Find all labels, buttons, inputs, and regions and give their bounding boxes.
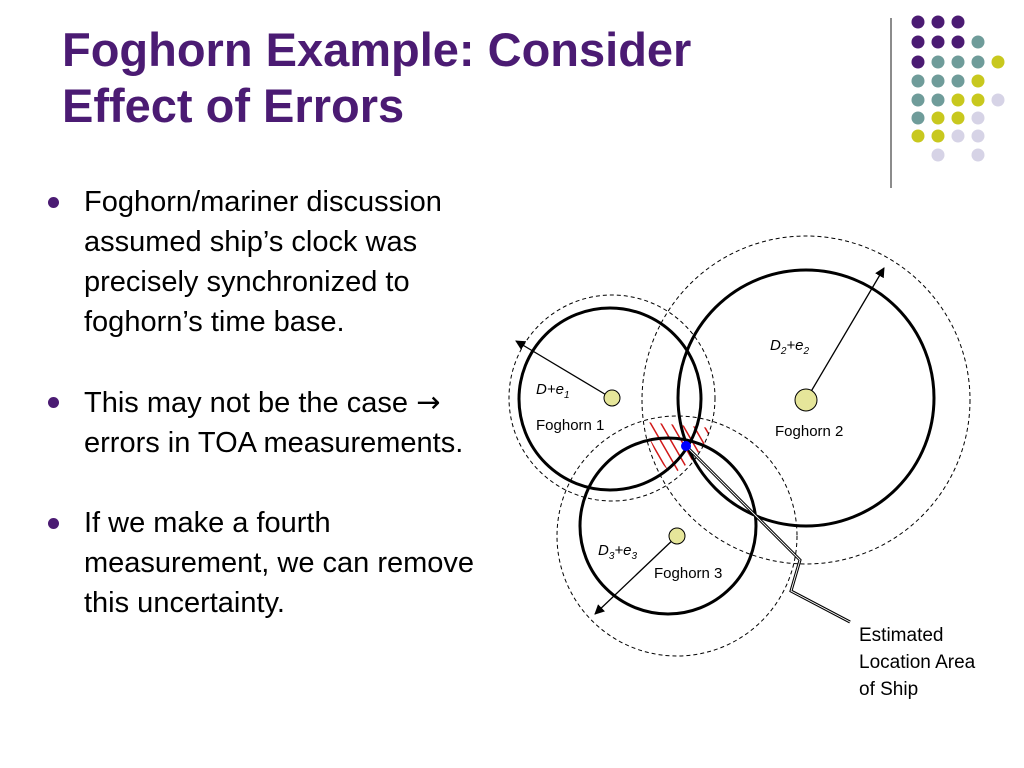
bullet-marker-icon [48, 518, 59, 529]
bullet-item-2: This may not be the case → errors in TOA… [40, 382, 480, 463]
dot-row-2 [911, 35, 985, 49]
title-divider-line [890, 18, 892, 188]
foghorn-1-label: Foghorn 1 [536, 417, 604, 434]
radius-arrow-3 [594, 535, 678, 615]
estimate-label: Estimated Location Area of Ship [859, 625, 980, 700]
radius-label-3-base: D [598, 542, 609, 559]
foghorn-3-label: Foghorn 3 [654, 565, 722, 582]
radius-label-3: D3+e3 [598, 542, 638, 562]
radius-label-1-base: D+e [536, 381, 564, 398]
dot-row-8 [931, 148, 985, 162]
bullet-item-1: Foghorn/mariner discussion assumed ship’… [40, 182, 480, 342]
estimate-label-line-3: of Ship [859, 679, 918, 700]
bullet-text-3: If we make a fourth measurement, we can … [84, 507, 475, 619]
bullet-text-1: Foghorn/mariner discussion assumed ship’… [84, 186, 442, 338]
bullet-list: Foghorn/mariner discussion assumed ship’… [40, 182, 480, 623]
radius-label-3-mid: +e [614, 542, 631, 559]
range-circle-3 [578, 436, 758, 616]
radius-arrow-2 [805, 267, 885, 401]
foghorn-2-label: Foghorn 2 [775, 423, 843, 440]
estimated-area-clip [645, 422, 712, 475]
radius-label-2-mid: +e [786, 337, 803, 354]
dot-row-4 [911, 74, 985, 88]
foghorn-1-marker [603, 389, 621, 407]
radius-label-1: D+e1 [536, 381, 570, 401]
range-circle-2 [676, 268, 936, 528]
foghorn-2-marker [794, 388, 818, 412]
bullet-marker-icon [48, 397, 59, 408]
dot-row-7 [911, 129, 985, 143]
estimate-label-line-1: Estimated [859, 625, 943, 646]
radius-label-2-base: D [770, 337, 781, 354]
error-circle-2 [641, 235, 971, 565]
estimate-label-line-2: Location Area [859, 652, 976, 673]
range-circle-1 [517, 306, 703, 492]
radius-label-1-sub: 1 [564, 390, 570, 401]
radius-label-2-sub1: 2 [780, 346, 787, 357]
radius-label-3-sub1: 3 [609, 551, 615, 562]
title-line-1: Foghorn Example: Consider [62, 23, 692, 76]
estimated-location-area [645, 422, 712, 475]
foghorn-diagram: D+e1 Foghorn 1 D2+e2 Foghorn 2 D3+e3 Fog… [508, 235, 980, 700]
bullet-marker-icon [48, 197, 59, 208]
radius-label-2: D2+e2 [770, 337, 810, 357]
dot-row-6 [911, 111, 985, 125]
radius-label-3-sub2: 3 [632, 551, 638, 562]
radius-arrow-1 [515, 340, 609, 397]
estimate-pointer-line-inner [685, 445, 851, 623]
foghorn-3-marker [668, 527, 686, 545]
radius-label-2-sub2: 2 [803, 346, 810, 357]
dot-row-3 [911, 55, 1005, 69]
bullet-item-3: If we make a fourth measurement, we can … [40, 503, 480, 623]
error-circle-3 [556, 415, 798, 657]
error-circle-1 [508, 294, 716, 502]
title-line-2: Effect of Errors [62, 79, 405, 132]
bullet-text-2b: errors in TOA measurements. [84, 427, 464, 459]
dot-row-1 [911, 15, 965, 29]
bullet-text-2a: This may not be the case [84, 387, 417, 419]
dot-row-5 [911, 93, 1005, 107]
slide-title: Foghorn Example: Consider Effect of Erro… [62, 22, 862, 134]
estimated-position-point [681, 441, 691, 451]
right-arrow-icon: → [416, 385, 441, 419]
